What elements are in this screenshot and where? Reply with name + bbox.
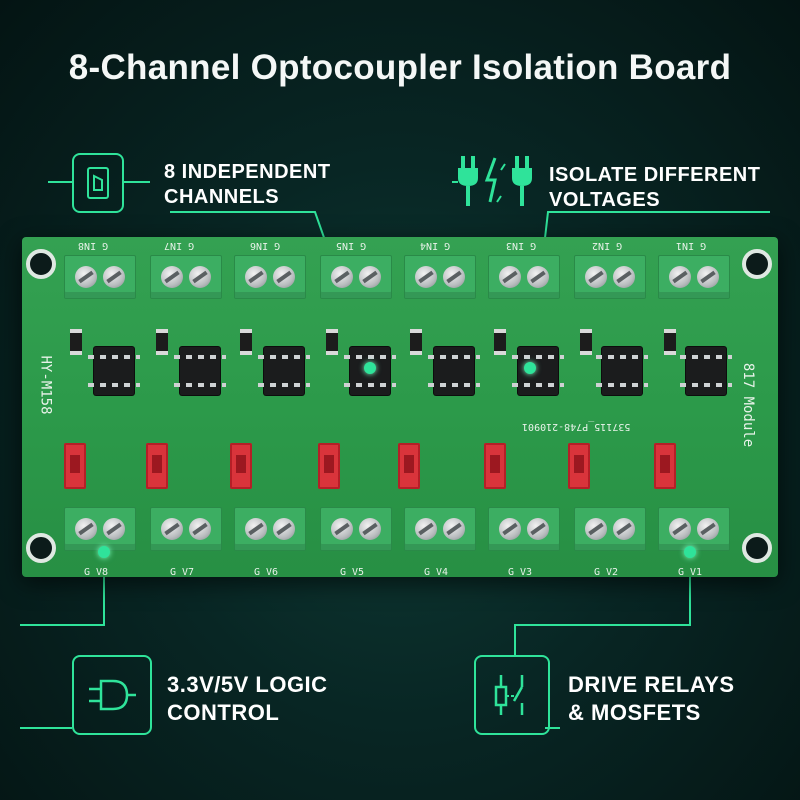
mount-hole	[742, 249, 772, 279]
callout-dot	[524, 362, 536, 374]
input-terminal	[658, 255, 730, 299]
resistor	[580, 329, 592, 355]
jumper	[146, 443, 168, 489]
switch-icon-box	[72, 153, 124, 213]
input-label: G IN1	[676, 240, 707, 251]
jumper	[654, 443, 676, 489]
output-label: G V2	[594, 567, 619, 578]
jumper	[318, 443, 340, 489]
input-label: G IN3	[506, 240, 537, 251]
input-label: G IN6	[250, 240, 281, 251]
optocoupler-chip	[596, 347, 648, 395]
output-terminal	[658, 507, 730, 551]
and-gate-icon-box	[72, 655, 152, 735]
plug-isolation-icon	[458, 156, 532, 206]
resistor	[494, 329, 506, 355]
jumper	[484, 443, 506, 489]
and-gate-icon	[89, 679, 136, 711]
resistor	[410, 329, 422, 355]
input-label: G IN5	[336, 240, 367, 251]
input-terminal	[150, 255, 222, 299]
feature-channels: 8 INDEPENDENT CHANNELS	[164, 161, 331, 208]
input-terminal	[574, 255, 646, 299]
jumper	[230, 443, 252, 489]
input-terminal	[64, 255, 136, 299]
module-label: 817 Module	[740, 362, 757, 448]
output-terminal	[234, 507, 306, 551]
output-terminal	[64, 507, 136, 551]
resistor	[70, 329, 82, 355]
model-label: HY-M158	[37, 355, 54, 415]
callout-dot	[364, 362, 376, 374]
output-label: G V4	[424, 567, 449, 578]
output-terminal	[150, 507, 222, 551]
feature-isolation: ISOLATE DIFFERENT VOLTAGES	[549, 164, 761, 211]
resistor	[156, 329, 168, 355]
optocoupler-board: G IN8 G IN7 G IN6 G IN5 G IN4 G IN3 G IN…	[22, 237, 778, 578]
input-terminal	[488, 255, 560, 299]
resistor	[240, 329, 252, 355]
optocoupler-chip	[174, 347, 226, 395]
input-terminal	[234, 255, 306, 299]
output-label: G V1	[678, 567, 703, 578]
output-label: G V3	[508, 567, 533, 578]
output-label: G V6	[254, 567, 279, 578]
output-terminal	[320, 507, 392, 551]
jumper	[398, 443, 420, 489]
mount-hole	[26, 249, 56, 279]
output-terminal	[574, 507, 646, 551]
output-terminal	[488, 507, 560, 551]
optocoupler-chip	[88, 347, 140, 395]
resistor	[326, 329, 338, 355]
switch-icon	[87, 167, 109, 199]
optocoupler-chip	[258, 347, 310, 395]
input-label: G IN2	[592, 240, 623, 251]
page-title: 8-Channel Optocoupler Isolation Board	[68, 48, 732, 87]
input-terminal	[404, 255, 476, 299]
callout-dot	[684, 546, 696, 558]
output-terminal	[404, 507, 476, 551]
input-label: G IN7	[164, 240, 195, 251]
callout-dot	[98, 546, 110, 558]
mount-hole	[742, 533, 772, 563]
output-label: G V8	[84, 567, 109, 578]
input-terminal	[320, 255, 392, 299]
feature-drive: DRIVE RELAYS & MOSFETS	[568, 672, 735, 725]
feature-logic: 3.3V/5V LOGIC CONTROL	[167, 672, 328, 725]
output-label: G V7	[170, 567, 195, 578]
optocoupler-chip	[428, 347, 480, 395]
mount-hole	[26, 533, 56, 563]
input-label: G IN4	[420, 240, 451, 251]
serial-label: 537115_P748-210901	[522, 421, 631, 432]
resistor	[664, 329, 676, 355]
jumper	[64, 443, 86, 489]
relay-icon	[494, 675, 524, 715]
relay-icon-box	[474, 655, 550, 735]
optocoupler-chip	[680, 347, 732, 395]
input-label: G IN8	[78, 240, 109, 251]
jumper	[568, 443, 590, 489]
output-label: G V5	[340, 567, 365, 578]
